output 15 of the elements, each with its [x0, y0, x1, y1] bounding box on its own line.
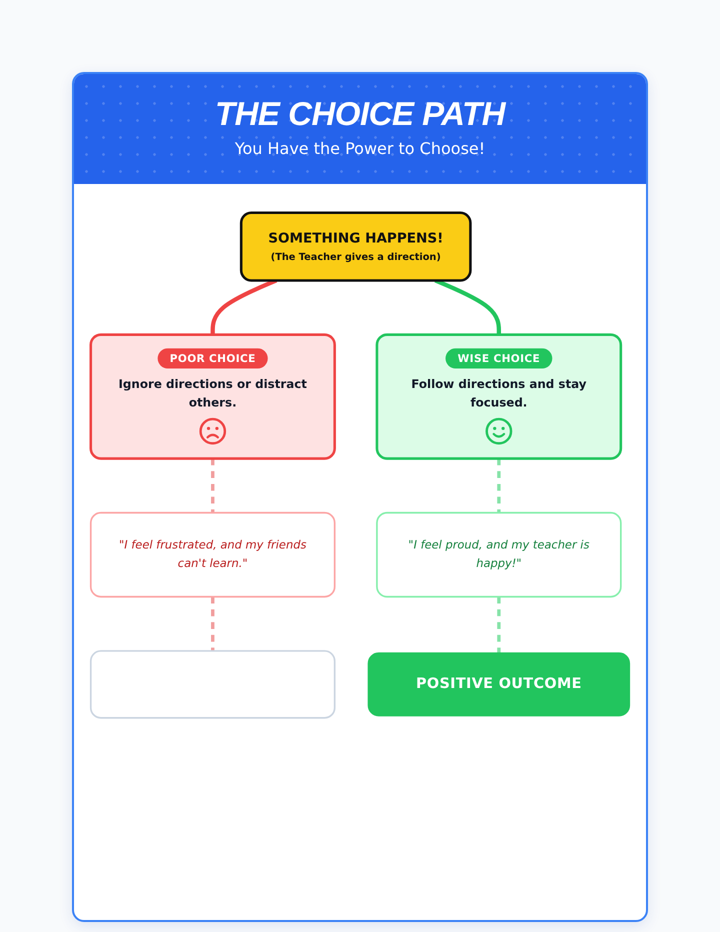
choice-text: Ignore directions or distract others.	[118, 376, 308, 412]
dashed-connector	[497, 458, 501, 513]
dashed-connector	[211, 458, 214, 513]
dashed-connector	[497, 596, 501, 654]
event-note: (The Teacher gives a direction)	[270, 250, 441, 264]
choice-tag: POOR CHOICE	[158, 348, 268, 368]
outcome-text: POSITIVE OUTCOME	[416, 674, 582, 694]
choice-tag: WISE CHOICE	[446, 348, 552, 368]
subtitle: You Have the Power to Choose!	[234, 138, 486, 160]
event-heading: SOMETHING HAPPENS!	[268, 230, 444, 248]
title: THE CHOICE PATH	[214, 94, 507, 134]
choice-text: Follow directions and stay focused.	[410, 376, 588, 412]
feeling-quote: "I feel proud, and my teacher is happy!"	[407, 537, 590, 572]
feeling-quote: "I feel frustrated, and my friends can't learn."	[118, 537, 308, 572]
dashed-connector	[211, 596, 214, 651]
